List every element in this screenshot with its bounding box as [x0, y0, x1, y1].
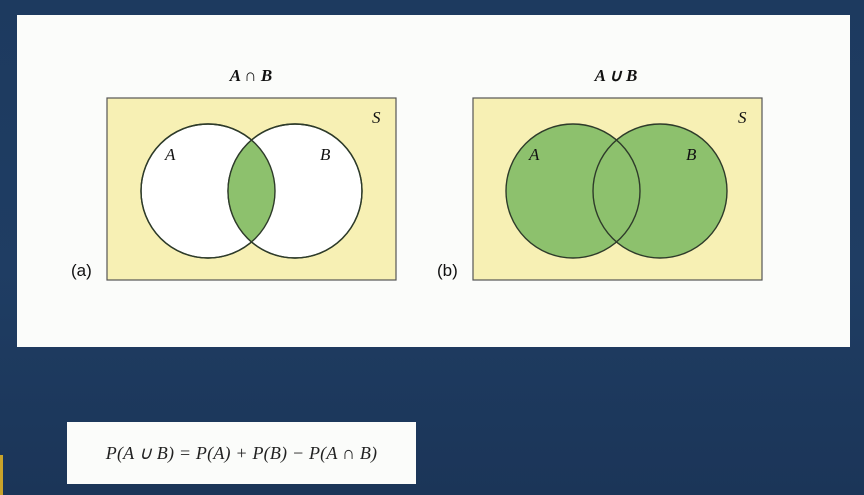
venn-diagram-intersection: A ∩ B S A B (a)	[71, 66, 397, 281]
set-a-outline-b	[505, 123, 641, 259]
set-b-label-a: B	[320, 145, 331, 164]
formula-box: P(A ∪ B) = P(A) + P(B) − P(A ∩ B)	[67, 422, 416, 484]
diagram-panel: A ∩ B S A B (a) A ∪ B S A B (b)	[17, 15, 850, 347]
set-b-outline-b	[592, 123, 728, 259]
union-fill-b	[593, 124, 727, 258]
set-a-outline	[140, 123, 276, 259]
set-b-label-b: B	[686, 145, 697, 164]
addition-rule-formula: P(A ∪ B) = P(A) + P(B) − P(A ∩ B)	[105, 442, 378, 463]
universe-label-a: S	[372, 108, 381, 127]
diagram-a-title: A ∩ B	[229, 66, 272, 85]
set-a-label-a: A	[164, 145, 176, 164]
intersection-region	[228, 124, 275, 258]
set-a-label-b: A	[528, 145, 540, 164]
panel-label-a: (a)	[71, 261, 92, 280]
venn-diagram-union: A ∪ B S A B (b)	[437, 66, 763, 281]
panel-label-b: (b)	[437, 261, 458, 280]
diagram-b-title: A ∪ B	[594, 66, 638, 85]
edge-accent	[0, 455, 3, 495]
universe-label-b: S	[738, 108, 747, 127]
set-b-outline	[227, 123, 363, 259]
venn-diagrams-svg: A ∩ B S A B (a) A ∪ B S A B (b)	[71, 66, 763, 281]
